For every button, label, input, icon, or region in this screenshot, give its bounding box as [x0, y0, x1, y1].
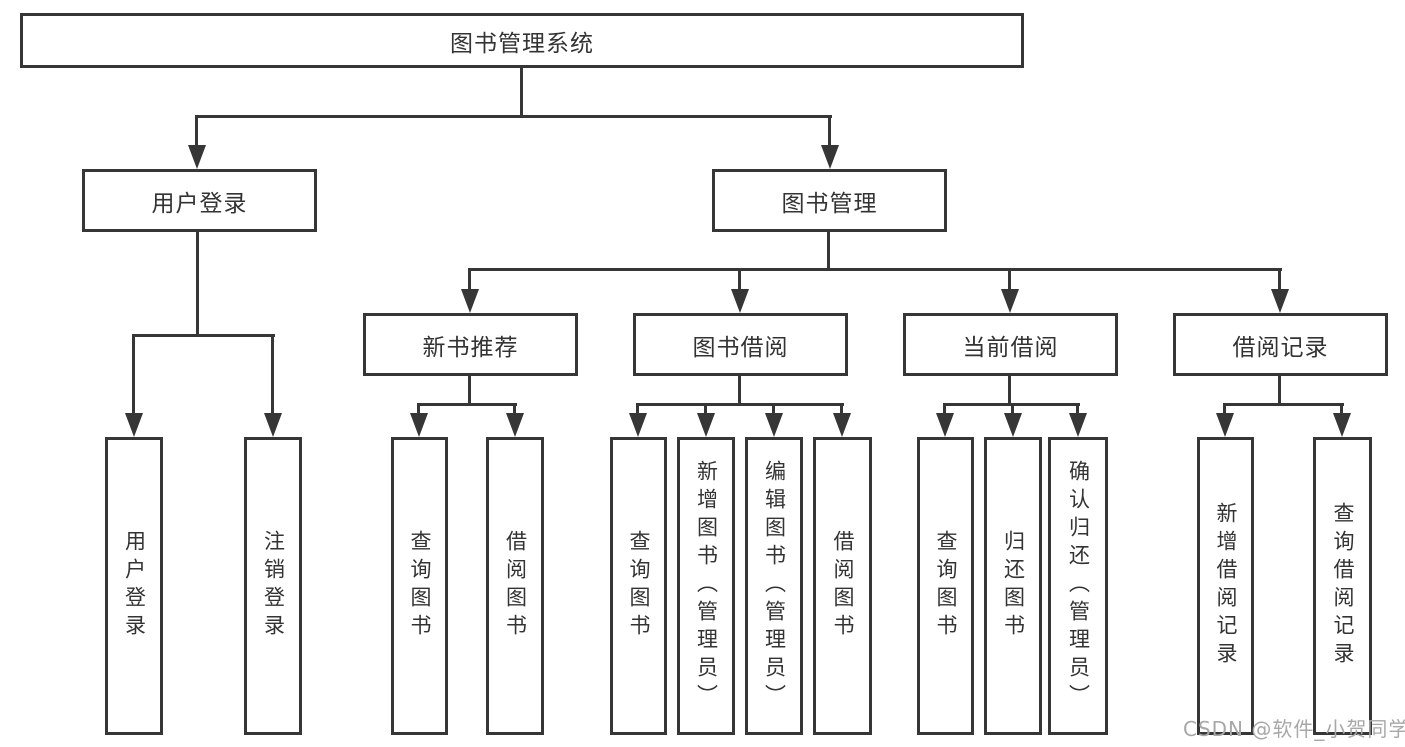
- leaf-return-book: 归还图书: [984, 437, 1042, 735]
- node-new-book-recommend: 新书推荐: [363, 313, 578, 376]
- arrowhead-down-icon: [1333, 413, 1351, 437]
- arrowhead-down-icon: [461, 289, 479, 313]
- leaf-query-books-recommend: 查询图书: [391, 437, 448, 735]
- node-borrowing-records: 借阅记录: [1173, 313, 1388, 376]
- leaf-user-login-label: 用户登录: [122, 530, 147, 642]
- connector-group-stem: [1278, 376, 1281, 406]
- leaf-query-borrow-record: 查询借阅记录: [1313, 437, 1372, 735]
- connector-userlogin-stem: [196, 232, 199, 337]
- connector-level3-bus: [468, 268, 1282, 271]
- connector-arrow-shaft: [468, 268, 471, 292]
- arrowhead-down-icon: [125, 413, 143, 437]
- node-book-management: 图书管理: [712, 169, 947, 232]
- arrowhead-down-icon: [506, 413, 524, 437]
- node-book-borrowing: 图书借阅: [633, 313, 848, 376]
- leaf-logout: 注销登录: [244, 437, 302, 735]
- node-book-management-label: 图书管理: [781, 190, 878, 217]
- node-book-borrowing-label: 图书借阅: [692, 334, 789, 361]
- leaf-borrow-books-borrowing: 借阅图书: [813, 437, 872, 735]
- connector-group-stem: [738, 376, 741, 406]
- connector-arrow-shaft: [1223, 403, 1226, 415]
- watermark-text: CSDN @软件_小贺同学: [1183, 717, 1405, 741]
- connector-arrow-shaft: [1076, 403, 1079, 415]
- arrowhead-down-icon: [629, 413, 647, 437]
- leaf-confirm-return-admin-label: 确认归还（管理员）: [1066, 460, 1091, 712]
- arrowhead-down-icon: [1001, 289, 1019, 313]
- leaf-borrow-books-recommend-label: 借阅图书: [503, 530, 528, 642]
- arrowhead-down-icon: [936, 413, 954, 437]
- arrowhead-down-icon: [188, 145, 206, 169]
- arrowhead-down-icon: [731, 289, 749, 313]
- connector-arrow-shaft: [704, 403, 707, 415]
- connector-arrow-shaft: [636, 403, 639, 415]
- connector-arrow-shaft: [132, 334, 135, 414]
- leaf-add-book-admin: 新增图书（管理员）: [677, 437, 735, 735]
- arrowhead-down-icon: [1004, 413, 1022, 437]
- leaf-logout-label: 注销登录: [261, 530, 286, 642]
- connector-level2-bus: [195, 115, 832, 118]
- node-new-book-recommend-label: 新书推荐: [422, 334, 519, 361]
- connector-group-stem: [468, 376, 471, 406]
- leaf-query-books-borrowing: 查询图书: [610, 437, 667, 735]
- leaf-return-book-label: 归还图书: [1001, 530, 1026, 642]
- arrowhead-down-icon: [264, 413, 282, 437]
- connector-root-stem: [520, 68, 523, 117]
- connector-arrow-shaft: [1011, 403, 1014, 415]
- node-root: 图书管理系统: [20, 13, 1024, 68]
- node-user-login: 用户登录: [82, 169, 317, 232]
- connector-arrow-shaft: [417, 403, 420, 415]
- arrowhead-down-icon: [410, 413, 428, 437]
- connector-group-bus: [417, 403, 517, 406]
- node-borrowing-records-label: 借阅记录: [1232, 334, 1329, 361]
- arrowhead-down-icon: [1216, 413, 1234, 437]
- leaf-query-books-current-label: 查询图书: [934, 530, 958, 642]
- connector-userlogin-bus: [132, 334, 275, 337]
- connector-arrow-shaft: [772, 403, 775, 415]
- leaf-add-borrow-record: 新增借阅记录: [1197, 437, 1254, 735]
- leaf-add-book-admin-label: 新增图书（管理员）: [694, 460, 719, 712]
- arrowhead-down-icon: [833, 413, 851, 437]
- leaf-edit-book-admin: 编辑图书（管理员）: [745, 437, 803, 735]
- arrowhead-down-icon: [697, 413, 715, 437]
- connector-arrow-shaft: [1278, 268, 1281, 292]
- leaf-add-borrow-record-label: 新增借阅记录: [1214, 502, 1238, 670]
- leaf-borrow-books-borrowing-label: 借阅图书: [831, 530, 855, 642]
- connector-arrow-shaft: [738, 268, 741, 292]
- leaf-borrow-books-recommend: 借阅图书: [486, 437, 544, 735]
- leaf-edit-book-admin-label: 编辑图书（管理员）: [762, 460, 787, 712]
- leaf-user-login: 用户登录: [105, 437, 163, 735]
- node-user-login-label: 用户登录: [151, 190, 248, 217]
- arrowhead-down-icon: [821, 145, 839, 169]
- connector-arrow-shaft: [840, 403, 843, 415]
- connector-arrow-shaft: [943, 403, 946, 415]
- connector-group-stem: [1008, 376, 1011, 406]
- node-root-label: 图书管理系统: [450, 30, 594, 57]
- leaf-query-books-current: 查询图书: [917, 437, 974, 735]
- node-current-borrowing: 当前借阅: [903, 313, 1118, 376]
- connector-arrow-shaft: [513, 403, 516, 415]
- connector-arrow-shaft: [195, 115, 198, 147]
- connector-arrow-shaft: [271, 334, 274, 414]
- arrowhead-down-icon: [765, 413, 783, 437]
- leaf-query-books-borrowing-label: 查询图书: [627, 530, 651, 642]
- connector-arrow-shaft: [1008, 268, 1011, 292]
- arrowhead-down-icon: [1271, 289, 1289, 313]
- connector-bookmgmt-stem: [827, 232, 830, 270]
- leaf-confirm-return-admin: 确认归还（管理员）: [1048, 437, 1108, 735]
- connector-group-bus: [636, 403, 844, 406]
- node-current-borrowing-label: 当前借阅: [962, 334, 1059, 361]
- leaf-query-borrow-record-label: 查询借阅记录: [1331, 502, 1355, 670]
- connector-group-bus: [1223, 403, 1344, 406]
- arrowhead-down-icon: [1069, 413, 1087, 437]
- leaf-query-books-recommend-label: 查询图书: [408, 530, 432, 642]
- connector-arrow-shaft: [1340, 403, 1343, 415]
- connector-arrow-shaft: [828, 115, 831, 147]
